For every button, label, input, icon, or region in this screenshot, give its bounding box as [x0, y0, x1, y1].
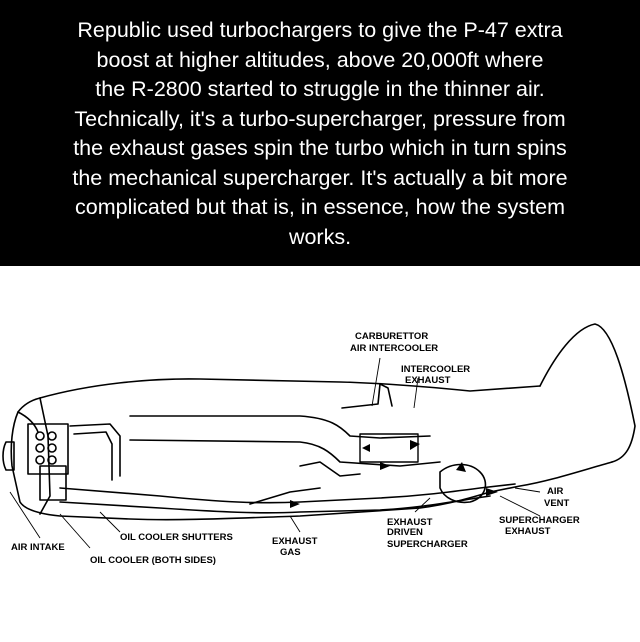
label-supercharger: SUPERCHARGER	[387, 539, 468, 550]
label-intercooler-exhaust: EXHAUST	[405, 375, 451, 386]
engine-block	[27, 423, 69, 475]
arrow-icon	[410, 440, 420, 450]
fuselage-outline	[39, 378, 541, 399]
caption-panel: Republic used turbochargers to give the …	[0, 0, 640, 266]
label-vent: VENT	[544, 498, 570, 509]
engine-cylinder	[35, 455, 45, 465]
aircraft-cutaway-drawing: CARBURETTOR AIR INTERCOOLER INTERCOOLER …	[2, 323, 636, 566]
label-exhaust-gas: EXHAUST	[272, 536, 318, 547]
intercooler-box	[359, 433, 419, 463]
caption-line: the R-2800 started to struggle in the th…	[95, 77, 545, 101]
engine-cylinder	[47, 443, 57, 453]
turbocharger-diagram: CARBURETTOR AIR INTERCOOLER INTERCOOLER …	[0, 266, 640, 642]
fuselage-underside	[10, 397, 613, 521]
label-exhaust-driven: EXHAUST	[387, 517, 433, 528]
label-driven: DRIVEN	[387, 527, 423, 538]
propeller-hub	[2, 441, 15, 471]
caption-line: the mechanical supercharger. It's actual…	[72, 165, 568, 190]
exhaust-manifold	[69, 423, 121, 477]
label-oil-cooler: OIL COOLER (BOTH SIDES)	[90, 555, 216, 566]
caption-line: works.	[288, 224, 352, 249]
label-air: AIR	[547, 486, 564, 497]
intercooler-duct	[129, 415, 431, 439]
caption-line: Technically, it's a turbo-supercharger, …	[74, 106, 566, 131]
arrow-icon	[456, 462, 466, 472]
arrow-icon	[290, 500, 300, 508]
engine-cylinder	[47, 455, 57, 465]
label-air-intercooler: AIR INTERCOOLER	[350, 343, 438, 354]
canopy-frame	[341, 383, 381, 409]
arrow-icon	[486, 488, 498, 496]
oil-cooler	[39, 465, 67, 501]
exhaust-duct	[59, 483, 516, 504]
arrow-icon	[362, 444, 370, 452]
caption-line: the exhaust gases spin the turbo which i…	[73, 136, 567, 160]
label-gas: GAS	[280, 547, 301, 558]
label-supercharger-exhaust: SUPERCHARGER	[499, 515, 580, 526]
label-air-intake: AIR INTAKE	[11, 542, 65, 553]
airflow-arrows	[290, 440, 498, 508]
label-intercooler: INTERCOOLER	[401, 364, 470, 375]
label-carburettor: CARBURETTOR	[355, 331, 428, 342]
arrow-icon	[380, 462, 390, 470]
engine-cylinder	[35, 443, 45, 453]
tail-fin	[539, 323, 636, 463]
caption-line: boost at higher altitudes, above 20,000f…	[96, 47, 544, 72]
label-supercharger-exhaust-2: EXHAUST	[505, 526, 551, 537]
engine-cylinder	[47, 431, 57, 441]
leader-lines	[9, 357, 541, 549]
caption-line: Republic used turbochargers to give the …	[77, 18, 563, 42]
caption-line: complicated but that is, in essence, how…	[75, 195, 565, 219]
label-oil-cooler-shutters: OIL COOLER SHUTTERS	[120, 532, 233, 543]
engine-cylinder	[35, 431, 45, 441]
